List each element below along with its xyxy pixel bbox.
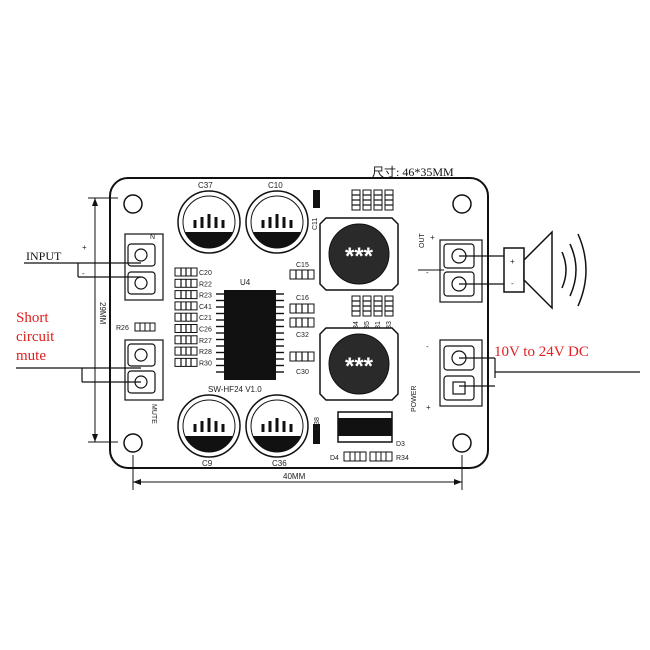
part-c32: C32 [289, 317, 315, 339]
capacitor-c10: C10 [245, 181, 309, 254]
part-r28: R28 [174, 346, 212, 356]
out-label: OUT [419, 233, 426, 249]
inductor-2: *** [319, 327, 399, 401]
input-connector-mark: N [150, 234, 155, 241]
part-label: C30 [296, 369, 309, 376]
power-range-label: 10V to 24V DC [494, 344, 589, 360]
mounting-hole-bottom-left [123, 433, 143, 453]
d4-label: D4 [330, 455, 339, 462]
part-label: R28 [199, 349, 212, 356]
d3-diode [337, 411, 393, 443]
out-plus: + [430, 233, 435, 242]
capacitor-c9: C9 [177, 394, 241, 468]
part-label: C21 [199, 315, 212, 322]
short-circuit-mute-line-1: Short [16, 310, 49, 326]
part-c21: C21 [174, 312, 212, 322]
board-size-label: 尺寸: 46*35MM [372, 165, 454, 179]
mounting-hole-top-left [123, 194, 143, 214]
board-name-label: SW-HF24 V1.0 [208, 385, 262, 394]
part-label: C15 [296, 262, 309, 269]
chip-label: U4 [240, 278, 251, 287]
part-label: R23 [199, 293, 212, 300]
power-label: POWER [411, 386, 418, 412]
speaker-icon [503, 230, 587, 310]
r34-stripes [375, 452, 387, 461]
r26-stripes [139, 323, 151, 331]
part-label: C20 [199, 270, 212, 277]
speaker-plus: + [510, 257, 515, 266]
r34-label: R34 [396, 455, 409, 462]
part-c41: C41 [174, 301, 212, 311]
mounting-hole-top-right [452, 194, 472, 214]
part-c16: C16 [289, 295, 315, 314]
part-label: C32 [296, 332, 309, 339]
inductor-1: *** [319, 217, 399, 291]
c38-capacitor [313, 424, 320, 444]
height-dimension-label: 29MM [98, 302, 107, 325]
u4-chip [216, 290, 284, 380]
part-c30: C30 [289, 351, 315, 376]
short-circuit-mute-line-2: circuit [16, 329, 55, 345]
input-connector: N [124, 233, 164, 301]
short-circuit-mute-line-3: mute [16, 348, 46, 364]
part-r30: R30 [174, 357, 212, 367]
part-r22: R22 [174, 278, 212, 288]
height-dimension [88, 197, 118, 443]
part-label: C16 [296, 295, 309, 302]
mute-connector [124, 339, 164, 401]
mounting-hole-bottom-right [452, 433, 472, 453]
part-c15: C15 [289, 262, 315, 280]
mute-label: MUTE [150, 404, 157, 424]
power-wires [459, 357, 640, 387]
input-plus: + [82, 243, 87, 252]
mute-wires [16, 367, 141, 383]
mounting-holes [123, 194, 472, 453]
inductor-mark: *** [345, 243, 374, 270]
part-c20: C20 [174, 267, 212, 277]
part-label: C41 [199, 304, 212, 311]
part-label: R30 [199, 360, 212, 367]
c11-capacitor [313, 190, 320, 208]
part-r27: R27 [174, 335, 212, 345]
part-label: C26 [199, 327, 212, 334]
input-label: INPUT [26, 249, 62, 263]
width-dimension [132, 455, 463, 490]
part-label: R27 [199, 338, 212, 345]
capacitor-c37: C37 [177, 181, 241, 254]
r26-label: R26 [116, 325, 129, 332]
part-r23: R23 [174, 290, 212, 300]
output-connector [439, 239, 483, 303]
capacitor-c36: C36 [245, 394, 309, 468]
capacitor-label: C10 [268, 181, 283, 190]
part-c26: C26 [174, 324, 212, 334]
input-minus: - [82, 269, 85, 278]
width-dimension-label: 40MM [283, 472, 306, 481]
d3-label: D3 [396, 441, 405, 448]
capacitor-label: C9 [202, 459, 213, 468]
d4-stripes [349, 452, 361, 461]
input-wires [24, 262, 141, 278]
inductors: *** *** [319, 217, 399, 401]
part-label: R22 [199, 281, 212, 288]
c38-label: C38 [314, 417, 321, 430]
c11-label: C11 [312, 218, 319, 230]
inductor-mark: *** [345, 353, 374, 380]
capacitor-label: C37 [198, 181, 213, 190]
out-minus: - [426, 268, 429, 277]
speaker-minus: - [511, 279, 514, 288]
power-plus: + [426, 403, 431, 412]
power-minus: - [426, 342, 429, 351]
capacitor-label: C36 [272, 459, 287, 468]
power-connector [439, 339, 483, 407]
